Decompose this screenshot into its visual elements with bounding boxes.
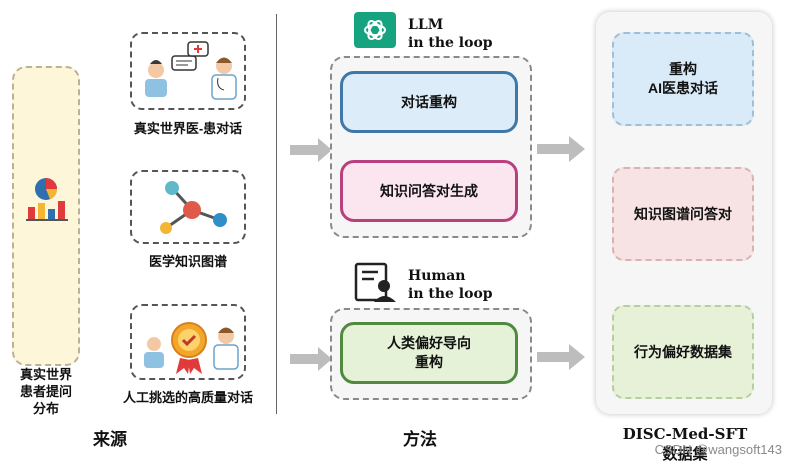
- source-box-curated: [130, 304, 246, 380]
- bar-pie-chart-icon: [26, 178, 68, 221]
- method-label: 人类偏好导向 重构: [387, 335, 471, 370]
- output-label: 重构 AI医患对话: [648, 61, 718, 96]
- llm-loop-label: LLM in the loop: [408, 17, 493, 51]
- sources-title: 来源: [93, 430, 127, 449]
- method-kg-qa-generation: 知识问答对生成: [340, 160, 518, 222]
- arrow-right-icon: [537, 136, 585, 162]
- method-label: 对话重构: [401, 93, 457, 110]
- knowledge-graph-icon: [160, 181, 227, 234]
- human-checklist-icon: [354, 262, 396, 302]
- method-dialog-reconstruction: 对话重构: [340, 71, 518, 133]
- output-label: 行为偏好数据集: [634, 343, 732, 360]
- methods-title: 方法: [403, 430, 437, 449]
- section-divider: [276, 14, 277, 414]
- source-label-knowledge-graph: 医学知识图谱: [148, 254, 227, 269]
- method-preference-reconstruction: 人类偏好导向 重构: [340, 322, 518, 384]
- output-kg-qa: 知识图谱问答对: [612, 167, 754, 261]
- output-ai-dialog: 重构 AI医患对话: [612, 32, 754, 126]
- distribution-label: 真实世界 患者提问 分布: [19, 367, 72, 416]
- doctor-patient-chat-icon: [145, 41, 237, 100]
- source-box-knowledge-graph: [130, 170, 246, 244]
- quality-badge-icon: [144, 322, 239, 374]
- source-label-doctor-patient: 真实世界医-患对话: [133, 121, 243, 136]
- source-label-curated: 人工挑选的高质量对话: [122, 390, 253, 405]
- openai-logo-icon: [354, 12, 396, 48]
- output-label: 知识图谱问答对: [634, 205, 732, 222]
- arrow-right-icon: [537, 344, 585, 370]
- method-label: 知识问答对生成: [380, 182, 478, 199]
- dataset-title: DISC-Med-SFT 数据集: [622, 425, 748, 463]
- source-box-doctor-patient: [130, 32, 246, 110]
- human-loop-label: Human in the loop: [408, 268, 493, 302]
- output-preference-dataset: 行为偏好数据集: [612, 305, 754, 399]
- watermark-text: CSDN @wangsoft143: [654, 442, 782, 457]
- distribution-panel: [12, 66, 80, 366]
- arrow-right-icon: [290, 347, 332, 371]
- arrow-right-icon: [290, 138, 332, 162]
